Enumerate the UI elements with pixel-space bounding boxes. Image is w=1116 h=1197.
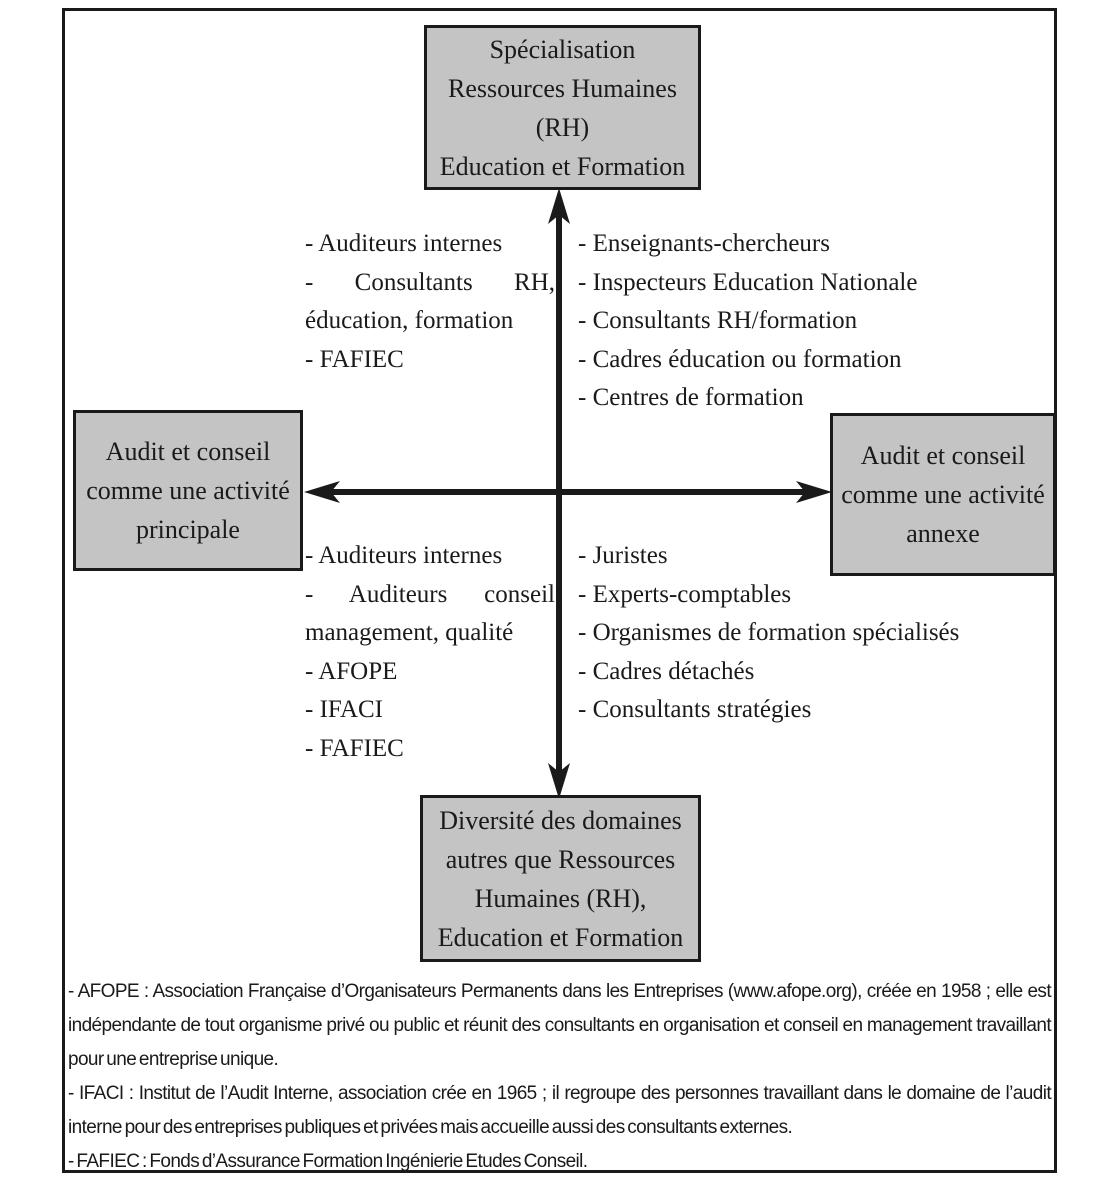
box-line: Humaines (RH), — [474, 883, 647, 913]
box-line: comme une activité — [841, 480, 1045, 509]
footnote-afope: - AFOPE : Association Française d’Organi… — [68, 981, 1052, 1070]
arrowhead-left-icon — [304, 481, 340, 503]
arrowhead-up-icon — [548, 188, 570, 224]
quadrant-top-left-list: - Auditeurs internes - Consultants RH, é… — [305, 225, 555, 379]
list-item: - Cadres éducation ou formation — [578, 345, 902, 373]
box-line: annexe — [906, 519, 980, 548]
box-activite-annexe: Audit et conseil comme une activité anne… — [830, 413, 1056, 576]
quadrant-bottom-left-list: - Auditeurs internes - Auditeurs conseil… — [305, 537, 555, 768]
box-line: principale — [136, 515, 240, 544]
list-item: - Inspecteurs Education Nationale — [578, 268, 918, 296]
box-diversite-domaines: Diversité des domaines autres que Ressou… — [420, 795, 701, 962]
box-line: Education et Formation — [439, 151, 686, 181]
arrowhead-down-icon — [548, 763, 570, 799]
list-item: - IFACI — [305, 696, 384, 723]
list-item: - Auditeurs conseil management, qualité — [305, 580, 555, 647]
box-activite-principale: Audit et conseil comme une activité prin… — [73, 410, 303, 571]
footnote-fafiec: - FAFIEC : Fonds d’Assurance Formation I… — [68, 1151, 588, 1172]
figure-frame: Spécialisation Ressources Humaines (RH) … — [62, 8, 1057, 1173]
list-item: - Juristes — [578, 542, 668, 569]
arrowhead-right-icon — [796, 481, 832, 503]
list-item: - Experts-comptables — [578, 580, 792, 608]
horizontal-axis — [304, 481, 832, 503]
box-line: Ressources Humaines — [448, 73, 677, 103]
box-line: Spécialisation — [489, 34, 636, 64]
list-item: - Centres de formation — [578, 384, 804, 411]
footnotes: - AFOPE : Association Française d’Organi… — [68, 975, 1052, 1179]
list-item: - Consultants RH/formation — [578, 307, 858, 334]
quadrant-bottom-right-list: - Juristes - Experts-comptables - Organi… — [578, 537, 1043, 730]
box-line: Diversité des domaines — [439, 805, 682, 835]
list-item: - Organismes de formation spécialisés — [578, 619, 960, 646]
list-item: - FAFIEC — [305, 734, 404, 762]
box-line: (RH) — [535, 112, 590, 142]
box-line: Education et Formation — [437, 922, 684, 952]
list-item: - AFOPE — [305, 657, 398, 685]
box-line: Audit et conseil — [105, 437, 271, 466]
list-item: - Auditeurs internes — [305, 542, 503, 569]
list-item: - Auditeurs internes — [305, 230, 503, 257]
quadrant-top-right-list: - Enseignants-chercheurs - Inspecteurs E… — [578, 225, 1008, 418]
list-item: - Consultants RH, éducation, formation — [305, 268, 555, 335]
box-line: Audit et conseil — [860, 441, 1026, 470]
list-item: - Enseignants-chercheurs — [578, 230, 830, 257]
box-specialisation-rh: Spécialisation Ressources Humaines (RH) … — [424, 25, 701, 190]
box-line: comme une activité — [86, 476, 290, 505]
box-line: autres que Ressources — [445, 844, 676, 874]
axes — [304, 188, 832, 799]
list-item: - Consultants stratégies — [578, 696, 812, 723]
footnote-ifaci: - IFACI : Institut de l’Audit Interne, a… — [68, 1083, 1052, 1138]
list-item: - Cadres détachés — [578, 657, 755, 685]
list-item: - FAFIEC — [305, 345, 404, 373]
